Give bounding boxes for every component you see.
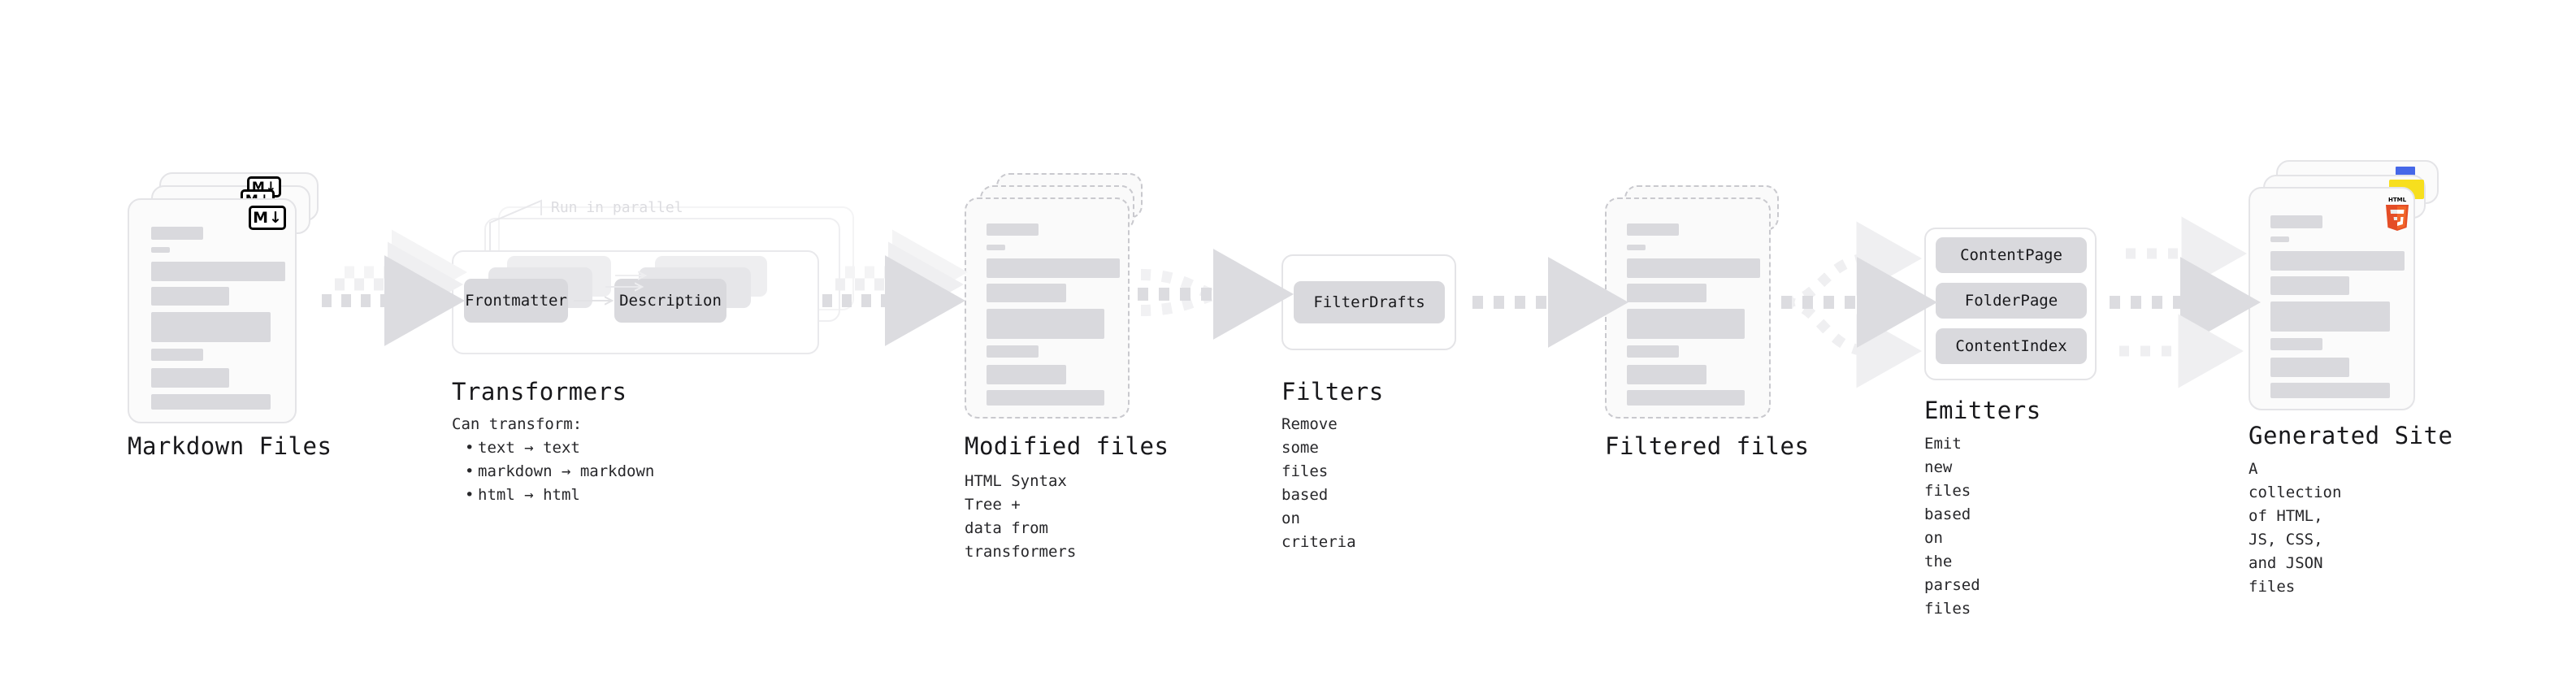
skeleton-bar: [2270, 338, 2322, 350]
skeleton-bar: [1627, 223, 1679, 236]
skeleton-bar: [2270, 276, 2349, 295]
stage-title-transformers: Transformers: [452, 378, 627, 406]
transformer-chip-frontmatter[interactable]: Frontmatter: [464, 279, 568, 323]
modified-file-card: [965, 197, 1130, 419]
arrow-modified-to-filters: [1138, 249, 1294, 340]
generated-file-card: [2249, 187, 2415, 410]
skeleton-bar: [987, 284, 1066, 302]
skeleton-bar: [151, 287, 229, 306]
stage-title-filters: Filters: [1281, 378, 1384, 406]
markdown-icon: M ↓: [249, 206, 286, 230]
skeleton-bar: [987, 309, 1104, 339]
skeleton-bar: [151, 368, 229, 388]
skeleton-bar: [2270, 383, 2390, 398]
markdown-icon-letter: M: [253, 208, 268, 227]
emitter-chip-contentindex[interactable]: ContentIndex: [1936, 328, 2087, 364]
skeleton-bar: [987, 245, 1005, 250]
skeleton-bar: [151, 227, 203, 240]
skeleton-bar: [151, 262, 285, 281]
emitter-chip-contentpage[interactable]: ContentPage: [1936, 237, 2087, 273]
stage-title-generated-site: Generated Site: [2249, 422, 2453, 449]
transformers-bullet-list: text → text markdown → markdown html → h…: [452, 436, 654, 507]
stage-subtitle-modified-files: HTML Syntax Tree + data from transformer…: [965, 472, 1077, 561]
skeleton-bar: [2270, 358, 2349, 377]
stage-subtitle-emitters: Emit new files based on the parsed files: [1924, 435, 1980, 618]
stage-title-emitters: Emitters: [1924, 397, 2041, 424]
filter-chip-filterdrafts[interactable]: FilterDrafts: [1294, 281, 1445, 323]
skeleton-bar: [2270, 215, 2322, 228]
markdown-icon-arrow: ↓: [269, 208, 282, 227]
skeleton-bar: [987, 258, 1120, 278]
skeleton-bar: [987, 345, 1039, 358]
filtered-file-card: [1605, 197, 1771, 419]
skeleton-bar: [151, 312, 271, 342]
skeleton-bar: [987, 365, 1066, 384]
skeleton-bar: [987, 223, 1039, 236]
stage-title-filtered-files: Filtered files: [1605, 432, 1810, 460]
skeleton-bar: [151, 394, 271, 410]
skeleton-bar: [2270, 236, 2289, 242]
arrow-filtered-to-emitters: [1781, 221, 1937, 388]
emitter-chip-folderpage[interactable]: FolderPage: [1936, 283, 2087, 319]
skeleton-bar: [1627, 309, 1745, 339]
stage-subtitle-generated-site: A collection of HTML, JS, CSS, and JSON …: [2249, 460, 2342, 596]
transformer-chip-description[interactable]: Description: [614, 279, 726, 323]
list-item: text → text: [465, 436, 654, 460]
skeleton-bar: [1627, 245, 1646, 250]
skeleton-bar: [1627, 345, 1679, 358]
skeleton-bar: [2270, 251, 2405, 271]
skeleton-bar: [1627, 390, 1745, 406]
annotation-run-in-parallel: Run in parallel: [551, 199, 683, 216]
skeleton-bar: [1627, 365, 1706, 384]
stage-title-modified-files: Modified files: [965, 432, 1169, 460]
skeleton-bar: [2270, 301, 2390, 332]
list-item: html → html: [465, 484, 654, 507]
arrow-emitters-to-site: [2110, 216, 2261, 388]
skeleton-bar: [151, 247, 170, 253]
skeleton-bar: [987, 390, 1104, 406]
stage-subtitle-filters: Remove some files based on criteria: [1281, 415, 1356, 551]
html5-icon: HTML: [2383, 195, 2411, 232]
arrow-markdown-to-transformers: [322, 229, 467, 346]
stage-title-markdown-files: Markdown Files: [128, 432, 332, 460]
html5-icon-svg: HTML: [2386, 197, 2409, 231]
list-item: markdown → markdown: [465, 460, 654, 484]
skeleton-bar: [151, 349, 203, 361]
svg-text:HTML: HTML: [2388, 197, 2407, 203]
transformers-subtitle-head: Can transform:: [452, 415, 583, 433]
markdown-file-card: [128, 198, 297, 423]
skeleton-bar: [1627, 284, 1706, 302]
skeleton-bar: [1627, 258, 1760, 278]
